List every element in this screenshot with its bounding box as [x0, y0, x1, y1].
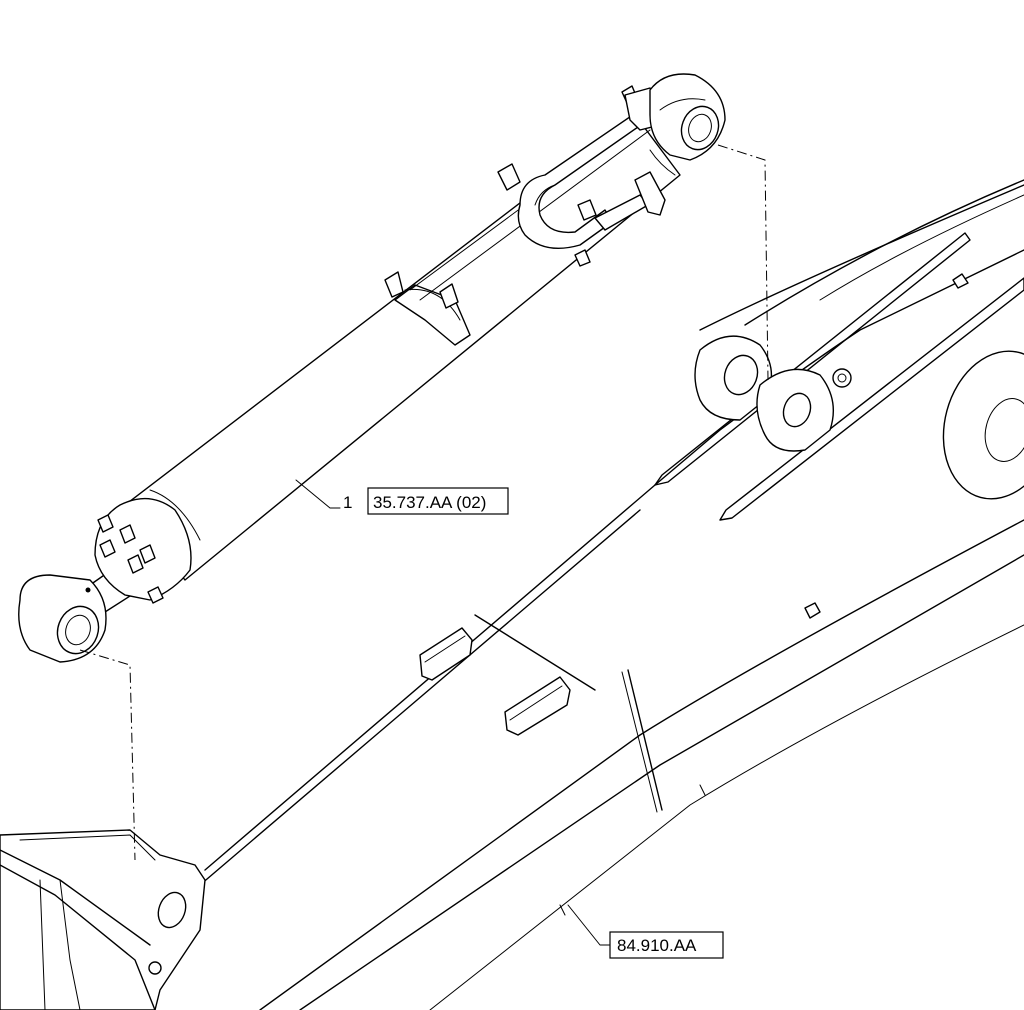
- boom-end-bracket: [0, 829, 206, 1010]
- callout-boom: 84.910.AA: [567, 904, 724, 959]
- cylinder-reference-label: 35.737.AA (02): [373, 493, 486, 512]
- assembly-centerlines: [79, 144, 769, 861]
- callout-cylinder: 1 35.737.AA (02): [295, 479, 509, 515]
- hydraulic-cylinder: [18, 73, 726, 663]
- boom-reference-label: 84.910.AA: [617, 936, 697, 955]
- item-number-label: 1: [343, 493, 352, 512]
- boom-structure: [199, 179, 1024, 1010]
